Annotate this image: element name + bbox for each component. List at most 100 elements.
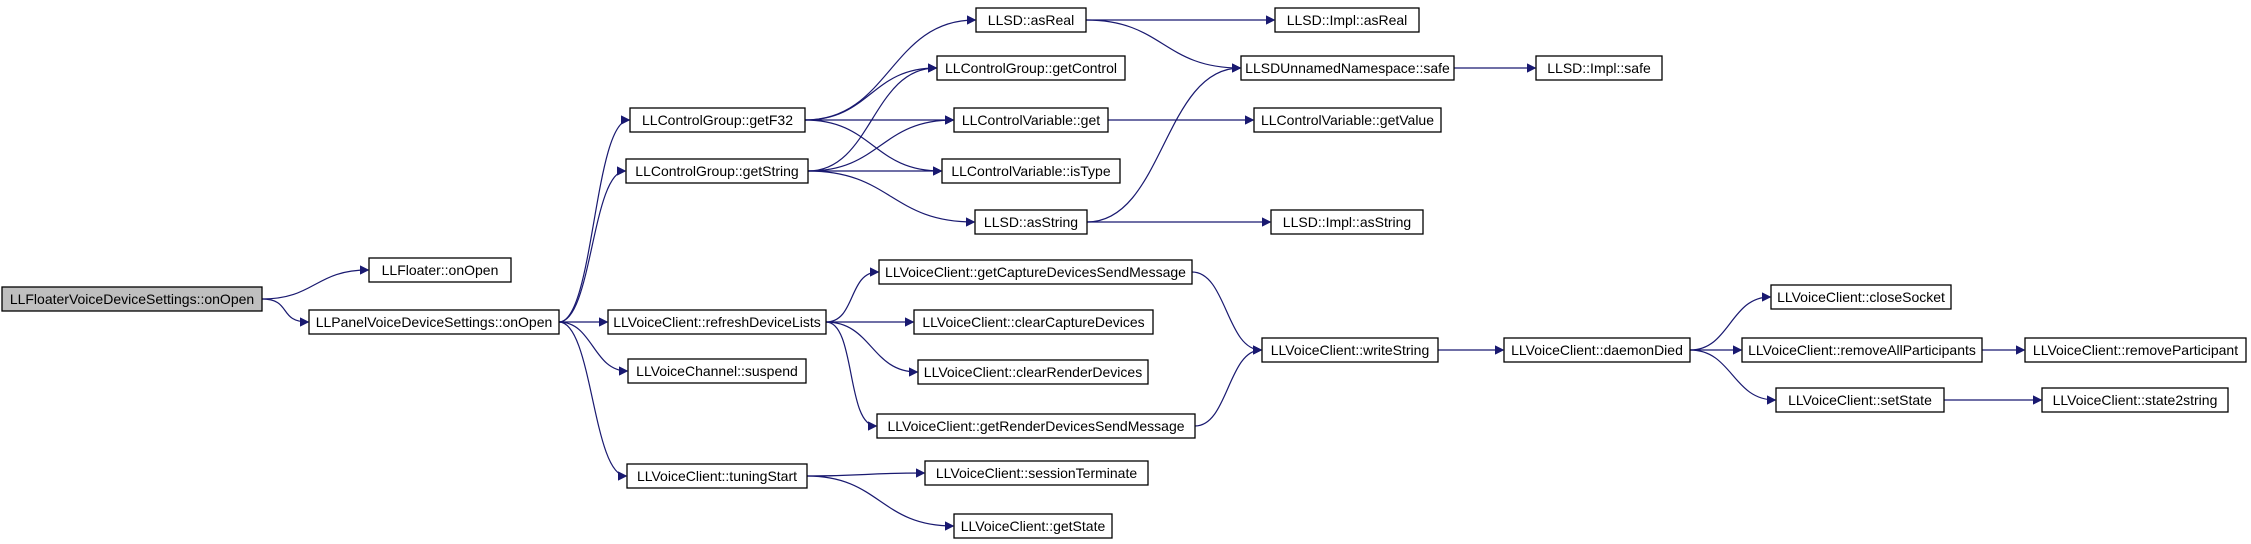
node-llvoiceclient-removeparticipant[interactable]: LLVoiceClient::removeParticipant (2024, 337, 2247, 363)
node-llvoiceclient-sessionterminate[interactable]: LLVoiceClient::sessionTerminate (924, 460, 1149, 486)
node-box (607, 309, 827, 335)
node-box (878, 259, 1193, 285)
edge-llsd-asstring-to-llsdunnamednamespace-safe (1086, 68, 1240, 223)
node-llvoiceclient-writestring[interactable]: LLVoiceClient::writeString (1261, 337, 1439, 363)
edge-llcontrolgroup-getstring-to-llcontrolgroup-getcontrol (807, 68, 936, 172)
edge-llvoiceclient-refreshdevicelists-to-llvoiceclient-getrenderdevicessendmessage (825, 321, 876, 426)
node-label: LLVoiceClient::getCaptureDevicesSendMess… (885, 264, 1186, 280)
node-box (1240, 55, 1455, 81)
node-label: LLVoiceClient::removeParticipant (2033, 342, 2238, 358)
node-llvoiceclient-getrenderdevicessendmessage[interactable]: LLVoiceClient::getRenderDevicesSendMessa… (876, 413, 1196, 439)
node-label: LLVoiceClient::getRenderDevicesSendMessa… (887, 418, 1184, 434)
edges-layer (261, 20, 2041, 526)
node-llpanelvoicedevicesettings-onopen[interactable]: LLPanelVoiceDeviceSettings::onOpen (308, 309, 560, 335)
node-box (941, 158, 1121, 184)
edge-llvoiceclient-tuningstart-to-llvoiceclient-getstate (806, 475, 953, 526)
node-label: LLControlGroup::getString (635, 163, 798, 179)
edge-llvoiceclient-getrenderdevicessendmessage-to-llvoiceclient-writestring (1194, 350, 1261, 427)
node-box (625, 158, 809, 184)
edge-llpanelvoicedevicesettings-onopen-to-llvoiceclient-tuningstart (558, 321, 626, 476)
nodes-layer: LLFloaterVoiceDeviceSettings::onOpen LLFl… (1, 7, 2247, 539)
node-label: LLSD::asString (984, 214, 1078, 230)
node-box (626, 463, 808, 489)
node-llfloatervoicedevicesettings-onopen[interactable]: LLFloaterVoiceDeviceSettings::onOpen (1, 286, 263, 312)
node-label: LLVoiceClient::writeString (1271, 342, 1429, 358)
node-llvoiceclient-clearrenderdevices[interactable]: LLVoiceClient::clearRenderDevices (917, 359, 1149, 385)
edge-llpanelvoicedevicesettings-onopen-to-llcontrolgroup-getf32 (558, 120, 629, 323)
node-box (629, 107, 806, 133)
edge-llpanelvoicedevicesettings-onopen-to-llvoicechannel-suspend (558, 321, 627, 371)
node-box (1253, 107, 1442, 133)
node-label: LLVoiceClient::getState (961, 518, 1106, 534)
edge-llfloatervoicedevicesettings-onopen-to-llpanelvoicedevicesettings-onopen (261, 298, 308, 322)
node-box (876, 413, 1196, 439)
node-llvoiceclient-closesocket[interactable]: LLVoiceClient::closeSocket (1770, 284, 1952, 310)
node-box (1775, 387, 1945, 413)
node-label: LLControlGroup::getControl (945, 60, 1117, 76)
node-box (368, 257, 512, 283)
node-label: LLVoiceClient::setState (1788, 392, 1932, 408)
node-box (1770, 284, 1952, 310)
node-llvoiceclient-setstate[interactable]: LLVoiceClient::setState (1775, 387, 1945, 413)
node-label: LLSDUnnamedNamespace::safe (1245, 60, 1450, 76)
node-box (974, 209, 1088, 235)
node-llvoiceclient-getstate[interactable]: LLVoiceClient::getState (953, 513, 1113, 539)
node-llvoiceclient-state2string[interactable]: LLVoiceClient::state2string (2041, 387, 2229, 413)
node-llvoiceclient-tuningstart[interactable]: LLVoiceClient::tuningStart (626, 463, 808, 489)
node-llvoiceclient-refreshdevicelists[interactable]: LLVoiceClient::refreshDeviceLists (607, 309, 827, 335)
node-label: LLSD::Impl::safe (1547, 60, 1651, 76)
node-box (936, 55, 1126, 81)
edge-llvoiceclient-getcapturedevicessendmessage-to-llvoiceclient-writestring (1191, 271, 1261, 350)
node-box (2024, 337, 2247, 363)
node-llvoiceclient-daemondied[interactable]: LLVoiceClient::daemonDied (1503, 337, 1691, 363)
node-box (1741, 337, 1983, 363)
node-box (953, 513, 1113, 539)
node-box (1270, 209, 1424, 235)
node-llcontrolvariable-getvalue[interactable]: LLControlVariable::getValue (1253, 107, 1442, 133)
node-box (1535, 55, 1663, 81)
node-llsd-impl-asstring[interactable]: LLSD::Impl::asString (1270, 209, 1424, 235)
node-box (953, 107, 1109, 133)
edge-llfloatervoicedevicesettings-onopen-to-llfloater-onopen (261, 270, 368, 300)
node-llvoicechannel-suspend[interactable]: LLVoiceChannel::suspend (627, 358, 807, 384)
node-label: LLFloaterVoiceDeviceSettings::onOpen (10, 291, 254, 307)
node-label: LLPanelVoiceDeviceSettings::onOpen (316, 314, 553, 330)
node-box (1503, 337, 1691, 363)
node-llcontrolgroup-getstring[interactable]: LLControlGroup::getString (625, 158, 809, 184)
node-label: LLControlVariable::get (962, 112, 1100, 128)
node-llvoiceclient-removeallparticipants[interactable]: LLVoiceClient::removeAllParticipants (1741, 337, 1983, 363)
node-llvoiceclient-clearcapturedevices[interactable]: LLVoiceClient::clearCaptureDevices (913, 309, 1154, 335)
node-llsd-impl-safe[interactable]: LLSD::Impl::safe (1535, 55, 1663, 81)
edge-llvoiceclient-daemondied-to-llvoiceclient-setstate (1689, 349, 1775, 400)
node-label: LLVoiceClient::closeSocket (1777, 289, 1945, 305)
node-llfloater-onopen[interactable]: LLFloater::onOpen (368, 257, 512, 283)
node-label: LLVoiceClient::refreshDeviceLists (613, 314, 821, 330)
node-label: LLVoiceClient::state2string (2053, 392, 2218, 408)
node-llcontrolgroup-getcontrol[interactable]: LLControlGroup::getControl (936, 55, 1126, 81)
edge-llcontrolgroup-getf32-to-llcontrolgroup-getcontrol (804, 68, 936, 121)
edge-llvoiceclient-daemondied-to-llvoiceclient-closesocket (1689, 297, 1770, 351)
node-llcontrolvariable-get[interactable]: LLControlVariable::get (953, 107, 1109, 133)
node-label: LLVoiceClient::removeAllParticipants (1748, 342, 1976, 358)
node-box (913, 309, 1154, 335)
node-llsd-asreal[interactable]: LLSD::asReal (975, 7, 1087, 33)
node-llsd-asstring[interactable]: LLSD::asString (974, 209, 1088, 235)
edge-llcontrolgroup-getf32-to-llcontrolvariable-istype (804, 119, 941, 171)
edge-llvoiceclient-refreshdevicelists-to-llvoiceclient-getcapturedevicessendmessage (825, 272, 878, 323)
node-llcontrolvariable-istype[interactable]: LLControlVariable::isType (941, 158, 1121, 184)
node-llsdunnamednamespace-safe[interactable]: LLSDUnnamedNamespace::safe (1240, 55, 1455, 81)
node-box (924, 460, 1149, 486)
node-label: LLVoiceChannel::suspend (636, 363, 798, 379)
node-llvoiceclient-getcapturedevicessendmessage[interactable]: LLVoiceClient::getCaptureDevicesSendMess… (878, 259, 1193, 285)
node-box (627, 358, 807, 384)
node-label: LLFloater::onOpen (382, 262, 499, 278)
edge-llvoiceclient-tuningstart-to-llvoiceclient-sessionterminate (806, 473, 924, 476)
node-llsd-impl-asreal[interactable]: LLSD::Impl::asReal (1274, 7, 1420, 33)
node-box (1, 286, 263, 312)
node-label: LLControlVariable::isType (951, 163, 1110, 179)
node-llcontrolgroup-getf32[interactable]: LLControlGroup::getF32 (629, 107, 806, 133)
node-box (308, 309, 560, 335)
node-label: LLVoiceClient::clearRenderDevices (924, 364, 1142, 380)
node-label: LLSD::asReal (988, 12, 1074, 28)
